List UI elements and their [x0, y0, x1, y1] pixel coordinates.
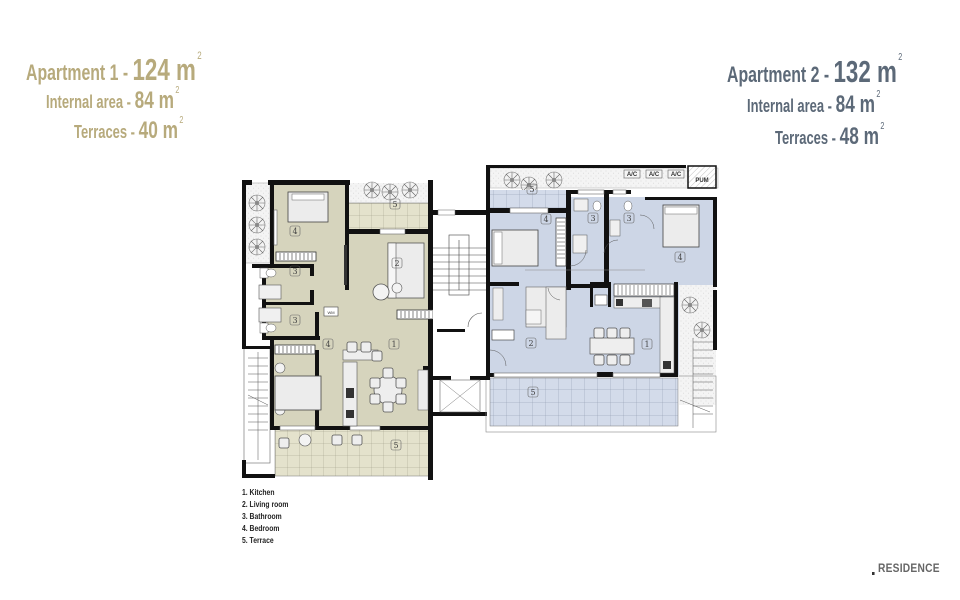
svg-text:3: 3	[292, 316, 297, 325]
svg-text:A/C: A/C	[649, 172, 660, 178]
svg-text:PUM: PUM	[695, 178, 708, 184]
svg-text:4: 4	[677, 253, 682, 262]
svg-text:A/C: A/C	[627, 172, 638, 178]
svg-text:4: 4	[325, 340, 330, 349]
apartment2-header: Apartment 2 - 132 m2	[727, 52, 903, 89]
apartment1-total: Apartment 1 - 124 m2	[26, 50, 202, 87]
apartment2-terraces: Terraces - 48 m2	[775, 121, 885, 150]
apartment1-terraces: Terraces - 40 m2	[74, 115, 184, 144]
legend-item: 1. Kitchen	[242, 488, 275, 497]
svg-text:3: 3	[292, 267, 297, 276]
svg-text:2: 2	[394, 259, 399, 268]
legend-item: 4. Bedroom	[242, 524, 280, 533]
svg-text:WM: WM	[327, 310, 334, 315]
apartment1-plan: WM 4 5 2 3 3	[242, 180, 438, 480]
apartment2-internal: Internal area - 84 m2	[747, 89, 881, 118]
legend-item: 5. Terrace	[242, 536, 274, 545]
svg-text:4: 4	[543, 215, 548, 224]
legend-item: 3. Bathroom	[242, 512, 282, 521]
logo-mark-icon	[872, 572, 875, 575]
common-stairwell	[433, 209, 487, 416]
svg-text:A/C: A/C	[671, 172, 682, 178]
svg-text:5: 5	[392, 200, 397, 209]
apartment2-plan: PUM A/C A/C A/C	[480, 165, 719, 433]
apartment1-internal: Internal area - 84 m2	[46, 85, 180, 114]
brand-logo: RESIDENCE	[872, 561, 940, 575]
svg-text:5: 5	[530, 388, 535, 397]
svg-text:1: 1	[391, 340, 396, 349]
svg-text:5: 5	[393, 441, 398, 450]
legend-item: 2. Living room	[242, 500, 289, 509]
brand-name: RESIDENCE	[877, 561, 940, 575]
svg-text:2: 2	[528, 339, 533, 348]
apartment1-header: Apartment 1 - 124 m2	[26, 50, 270, 88]
svg-text:3: 3	[626, 214, 631, 223]
svg-text:3: 3	[590, 214, 595, 223]
room-legend: 1. Kitchen 2. Living room 3. Bathroom 4.…	[242, 487, 297, 547]
svg-text:5: 5	[529, 185, 534, 194]
svg-text:1: 1	[644, 340, 649, 349]
svg-text:4: 4	[292, 227, 297, 236]
